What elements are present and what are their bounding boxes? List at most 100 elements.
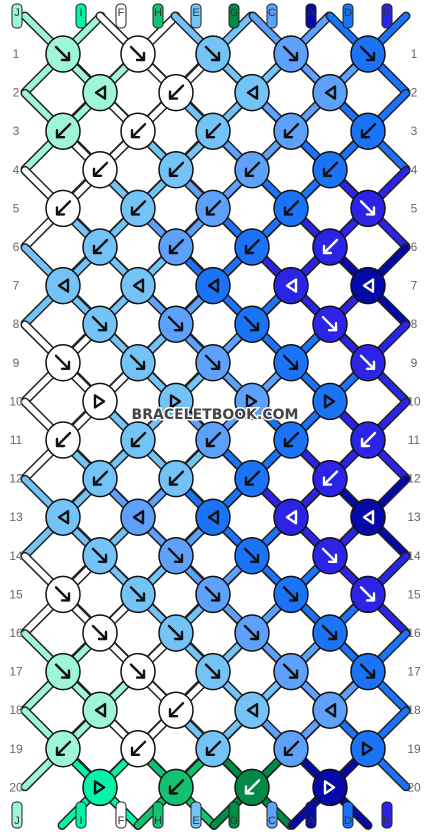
knot-circle [82, 382, 118, 421]
knot-arrow-icon [324, 85, 337, 100]
knot [350, 189, 386, 228]
knot [45, 498, 81, 536]
knot-arrow-icon [360, 431, 377, 448]
knot [312, 228, 348, 266]
knot-circle [234, 691, 270, 729]
knot [234, 305, 270, 343]
row-number-left: 6 [13, 240, 20, 254]
knot [82, 537, 118, 575]
knot-arrow-icon [360, 122, 377, 139]
knot-circle [82, 768, 118, 807]
row-number-left: 12 [9, 472, 23, 486]
knot-arrow-icon [243, 624, 260, 641]
knot-arrow-icon [129, 586, 146, 602]
string-end-top [228, 3, 240, 29]
knot-circle [82, 691, 118, 729]
knot [45, 189, 81, 228]
knot [82, 228, 118, 266]
knot-arrow-icon [132, 278, 145, 293]
knot-circle [45, 266, 81, 305]
knot [195, 344, 231, 382]
knot-arrow-icon [283, 740, 300, 756]
knot [120, 421, 156, 459]
knot-arrow-icon [244, 161, 261, 178]
knot [195, 575, 231, 614]
knot [312, 151, 348, 189]
knot-arrow-icon [321, 316, 338, 332]
string-label-top: A [307, 7, 315, 19]
knot [82, 614, 118, 652]
knot-arrow-icon [321, 547, 338, 563]
knot [234, 614, 270, 652]
string-label-bottom: D [344, 815, 352, 827]
row-number-left: 19 [9, 742, 23, 756]
knot-arrow-icon [283, 200, 300, 216]
row-number-right: 12 [407, 472, 421, 486]
row-number-left: 17 [9, 665, 23, 679]
knot-arrow-icon [322, 470, 339, 486]
knot [195, 35, 231, 73]
string-end-top [305, 3, 317, 29]
knot-arrow-icon [92, 238, 109, 255]
knot-arrow-icon [132, 510, 145, 525]
row-number-left: 3 [13, 124, 20, 138]
knot-arrow-icon [130, 431, 147, 448]
knot-arrow-icon [204, 663, 221, 679]
knot-arrow-icon [207, 510, 220, 525]
string-label-top: E [192, 7, 199, 19]
knot [82, 151, 118, 189]
string-label-bottom: H [154, 815, 162, 827]
knot [120, 35, 156, 73]
string-end-bottom [266, 801, 278, 829]
knot [45, 652, 81, 691]
knot-arrow-icon [91, 316, 108, 332]
row-number-left: 15 [9, 587, 23, 601]
knot-arrow-icon [168, 161, 185, 178]
knot [45, 35, 81, 73]
row-number-right: 6 [411, 240, 418, 254]
knot [120, 652, 156, 691]
knot-circle [158, 382, 194, 421]
knot-arrow-icon [168, 702, 185, 718]
knot [312, 768, 348, 807]
knot [195, 421, 231, 459]
knot [82, 73, 118, 112]
knot [312, 614, 348, 652]
knot [195, 652, 231, 691]
row-number-left: 5 [13, 201, 20, 215]
knot [82, 459, 118, 498]
knot-circle [234, 382, 270, 421]
knot [120, 730, 156, 768]
row-number-left: 18 [9, 703, 23, 717]
string-label-bottom: I [79, 815, 82, 827]
string-label-bottom: F [118, 815, 125, 827]
row-number-left: 8 [13, 317, 20, 331]
knot-arrow-icon [94, 703, 107, 718]
knot-grid [45, 35, 386, 807]
knot-circle [312, 691, 348, 729]
knot-arrow-icon [205, 122, 222, 139]
knot [312, 537, 348, 575]
knot-arrow-icon [55, 200, 72, 216]
knot-arrow-icon [129, 354, 146, 370]
knot [158, 73, 194, 112]
string-label-bottom: J [14, 815, 20, 827]
row-number-right: 14 [407, 549, 421, 563]
string-label-bottom: C [268, 815, 276, 827]
row-number-right: 8 [411, 317, 418, 331]
knot-arrow-icon [323, 780, 336, 795]
watermark: BRACELETBOOK.COM [132, 407, 299, 423]
knot [158, 151, 194, 189]
knot-arrow-icon [243, 547, 260, 563]
knot-arrow-icon [362, 278, 375, 293]
knot-arrow-icon [205, 431, 222, 448]
string-label-bottom: E [192, 815, 199, 827]
row-number-right: 7 [411, 279, 418, 293]
knot [45, 112, 81, 150]
knot [45, 575, 81, 614]
knot-arrow-icon [244, 779, 261, 795]
knot-circle [45, 498, 81, 536]
string-label-bottom: A [307, 815, 315, 827]
knot-arrow-icon [321, 624, 338, 641]
